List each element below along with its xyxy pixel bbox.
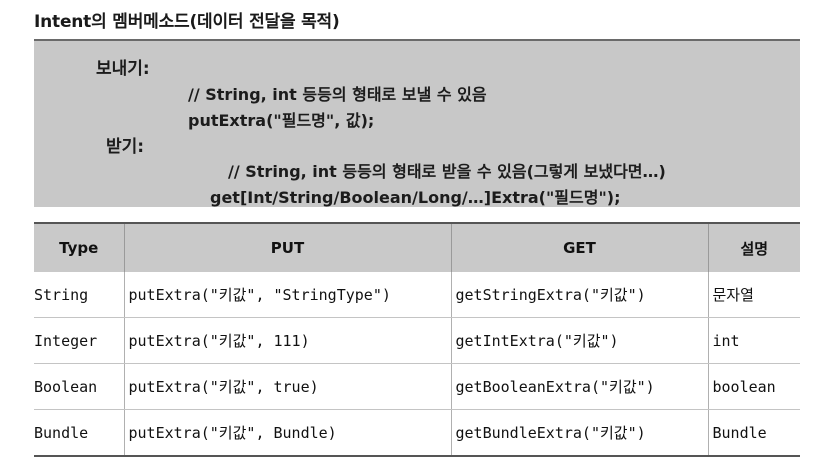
header-description: 설명 xyxy=(707,222,800,272)
table-header-row: Type PUT GET 설명 xyxy=(34,222,800,272)
receive-code: get[Int/String/Boolean/Long/…]Extra("필드명… xyxy=(210,188,621,207)
cell-type: Integer xyxy=(34,317,125,364)
cell-description: int xyxy=(707,317,800,364)
send-comment: // String, int 등등의 형태로 보낼 수 있음 xyxy=(188,85,487,104)
cell-put: putExtra("키값", 111) xyxy=(123,317,452,364)
cell-get: getStringExtra("키값") xyxy=(450,272,709,318)
cell-put: putExtra("키값", true) xyxy=(123,363,452,410)
cell-type: Boolean xyxy=(34,363,125,410)
cell-description: 문자열 xyxy=(707,272,800,318)
code-block: 보내기: // String, int 등등의 형태로 보낼 수 있음 putE… xyxy=(34,39,800,207)
cell-put: putExtra("키값", "StringType") xyxy=(123,272,452,318)
cell-put: putExtra("키값", Bundle) xyxy=(123,409,452,457)
table-row: String putExtra("키값", "StringType") getS… xyxy=(34,272,800,318)
header-put: PUT xyxy=(123,222,452,272)
receive-comment: // String, int 등등의 형태로 받을 수 있음(그렇게 보냈다면…… xyxy=(228,162,666,181)
cell-description: boolean xyxy=(707,363,800,410)
header-type: Type xyxy=(34,222,125,272)
send-label: 보내기: xyxy=(96,59,150,79)
cell-type: Bundle xyxy=(34,409,125,457)
cell-get: getIntExtra("키값") xyxy=(450,317,709,364)
table-row: Bundle putExtra("키값", Bundle) getBundleE… xyxy=(34,409,800,457)
extras-table: Type PUT GET 설명 String putExtra("키값", "S… xyxy=(34,222,800,457)
table-row: Integer putExtra("키값", 111) getIntExtra(… xyxy=(34,317,800,364)
cell-type: String xyxy=(34,272,125,318)
cell-get: getBooleanExtra("키값") xyxy=(450,363,709,410)
receive-label: 받기: xyxy=(106,137,145,157)
table-row: Boolean putExtra("키값", true) getBooleanE… xyxy=(34,363,800,410)
send-code: putExtra("필드명", 값); xyxy=(188,111,375,130)
cell-get: getBundleExtra("키값") xyxy=(450,409,709,457)
cell-description: Bundle xyxy=(707,409,800,457)
header-get: GET xyxy=(450,222,709,272)
page-title: Intent의 멤버메소드(데이터 전달을 목적) xyxy=(34,12,340,32)
